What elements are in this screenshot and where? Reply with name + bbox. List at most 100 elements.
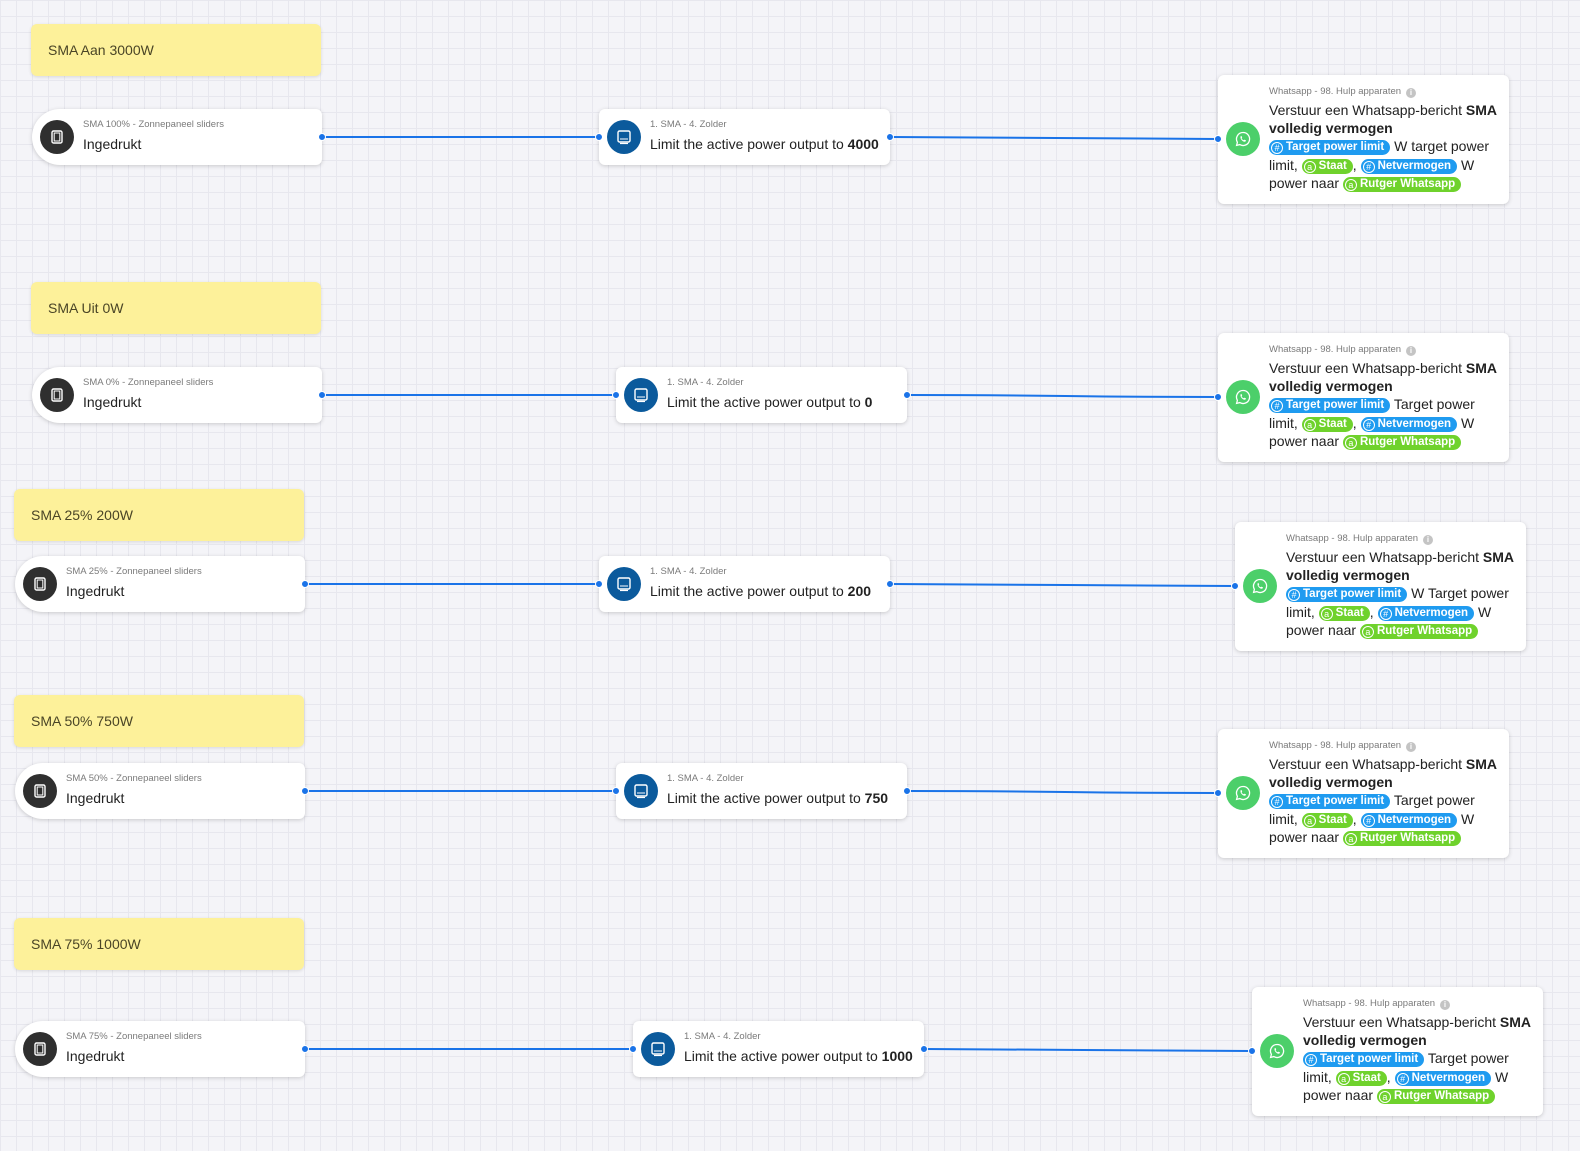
hash-icon: # bbox=[1271, 400, 1283, 413]
whatsapp-icon bbox=[1243, 569, 1277, 603]
output-port[interactable] bbox=[301, 580, 309, 588]
hash-icon: # bbox=[1288, 589, 1300, 602]
output-port[interactable] bbox=[886, 580, 894, 588]
hash-icon: # bbox=[1396, 1072, 1409, 1085]
token-tag[interactable]: #Target power limit bbox=[1269, 794, 1391, 810]
info-icon[interactable]: i bbox=[1406, 346, 1417, 356]
token-label: Target power limit bbox=[1286, 141, 1385, 154]
token-label: Netvermogen bbox=[1394, 606, 1469, 619]
token-tag[interactable]: #Netvermogen bbox=[1360, 812, 1458, 828]
hash-icon: # bbox=[1362, 418, 1375, 431]
flow-note[interactable]: SMA 50% 750W bbox=[14, 695, 304, 747]
whatsapp-message: Verstuur een Whatsapp-bericht SMA volled… bbox=[1269, 755, 1505, 846]
action-text: Limit the active power output to 750 bbox=[667, 790, 888, 806]
input-port[interactable] bbox=[1214, 393, 1222, 401]
input-port[interactable] bbox=[612, 787, 620, 795]
input-port[interactable] bbox=[1248, 1047, 1256, 1055]
output-port[interactable] bbox=[903, 787, 911, 795]
output-port[interactable] bbox=[886, 133, 894, 141]
output-port[interactable] bbox=[318, 391, 326, 399]
token-label: Staat bbox=[1335, 606, 1364, 619]
trigger-card[interactable]: SMA 0% - Zonnepaneel sliders Ingedrukt bbox=[32, 367, 326, 423]
token-label: Rutger Whatsapp bbox=[1359, 177, 1456, 190]
token-tag[interactable]: #Target power limit bbox=[1269, 398, 1391, 414]
token-tag[interactable]: #Target power limit bbox=[1269, 140, 1391, 156]
message-text: W power naar bbox=[1269, 810, 1475, 845]
token-tag[interactable]: #Netvermogen bbox=[1360, 416, 1458, 432]
trigger-state: Ingedrukt bbox=[66, 790, 125, 806]
action-value: 1000 bbox=[881, 1048, 913, 1064]
action-device: 1. SMA - 4. Zolder bbox=[667, 773, 744, 784]
trigger-card[interactable]: SMA 75% - Zonnepaneel sliders Ingedrukt bbox=[15, 1021, 309, 1077]
output-port[interactable] bbox=[920, 1045, 928, 1053]
inverter-icon bbox=[607, 120, 641, 154]
trigger-card[interactable]: SMA 100% - Zonnepaneel sliders Ingedrukt bbox=[32, 109, 326, 165]
info-icon[interactable]: i bbox=[1406, 742, 1417, 752]
flow-note[interactable]: SMA 25% 200W bbox=[14, 489, 304, 541]
token-label: Staat bbox=[1352, 1071, 1381, 1084]
note-text: SMA 25% 200W bbox=[31, 507, 133, 523]
input-port[interactable] bbox=[595, 580, 603, 588]
token-label: Rutger Whatsapp bbox=[1359, 831, 1456, 844]
input-port[interactable] bbox=[1214, 135, 1222, 143]
message-text: W power naar bbox=[1286, 603, 1492, 638]
token-tag[interactable]: #Target power limit bbox=[1286, 587, 1408, 603]
button-device-icon bbox=[23, 774, 57, 808]
whatsapp-device-label: Whatsapp - 98. Hulp apparaten bbox=[1269, 86, 1402, 97]
token-tag[interactable]: #Target power limit bbox=[1303, 1052, 1425, 1068]
output-port[interactable] bbox=[318, 133, 326, 141]
input-port[interactable] bbox=[629, 1045, 637, 1053]
info-icon[interactable]: i bbox=[1406, 88, 1417, 98]
token-tag[interactable]: #Netvermogen bbox=[1377, 605, 1475, 621]
input-port[interactable] bbox=[1214, 789, 1222, 797]
token-label: Netvermogen bbox=[1377, 813, 1452, 826]
token-label: Rutger Whatsapp bbox=[1393, 1089, 1490, 1102]
input-port[interactable] bbox=[595, 133, 603, 141]
action-card[interactable]: 1. SMA - 4. Zolder Limit the active powe… bbox=[612, 367, 911, 423]
at-icon: a bbox=[1303, 814, 1316, 827]
info-icon[interactable]: i bbox=[1423, 535, 1434, 545]
message-text: Verstuur een Whatsapp-bericht bbox=[1303, 1014, 1496, 1030]
message-text: Target power limit, bbox=[1303, 1050, 1509, 1085]
action-card[interactable]: 1. SMA - 4. Zolder Limit the active powe… bbox=[595, 556, 894, 612]
output-port[interactable] bbox=[301, 1045, 309, 1053]
wire-action-whatsapp bbox=[907, 394, 1218, 398]
output-port[interactable] bbox=[903, 391, 911, 399]
action-card[interactable]: 1. SMA - 4. Zolder Limit the active powe… bbox=[612, 763, 911, 819]
action-card[interactable]: 1. SMA - 4. Zolder Limit the active powe… bbox=[629, 1021, 928, 1077]
action-text: Limit the active power output to 0 bbox=[667, 394, 872, 410]
whatsapp-icon bbox=[1226, 380, 1260, 414]
action-value: 200 bbox=[847, 583, 872, 599]
action-card[interactable]: 1. SMA - 4. Zolder Limit the active powe… bbox=[595, 109, 894, 165]
trigger-device: SMA 0% - Zonnepaneel sliders bbox=[83, 377, 214, 388]
message-bold: SMA volledig vermogen bbox=[1303, 1014, 1531, 1049]
action-value: 750 bbox=[864, 790, 889, 806]
input-port[interactable] bbox=[612, 391, 620, 399]
flow-note[interactable]: SMA Uit 0W bbox=[31, 282, 321, 334]
trigger-card[interactable]: SMA 50% - Zonnepaneel sliders Ingedrukt bbox=[15, 763, 309, 819]
flow-note[interactable]: SMA Aan 3000W bbox=[31, 24, 321, 76]
output-port[interactable] bbox=[301, 787, 309, 795]
token-tag[interactable]: #Netvermogen bbox=[1394, 1070, 1492, 1086]
trigger-card[interactable]: SMA 25% - Zonnepaneel sliders Ingedrukt bbox=[15, 556, 309, 612]
info-icon[interactable]: i bbox=[1440, 1000, 1451, 1010]
token-tag[interactable]: #Netvermogen bbox=[1360, 158, 1458, 174]
input-port[interactable] bbox=[1231, 582, 1239, 590]
flow-note[interactable]: SMA 75% 1000W bbox=[14, 918, 304, 970]
at-icon: a bbox=[1344, 178, 1357, 191]
